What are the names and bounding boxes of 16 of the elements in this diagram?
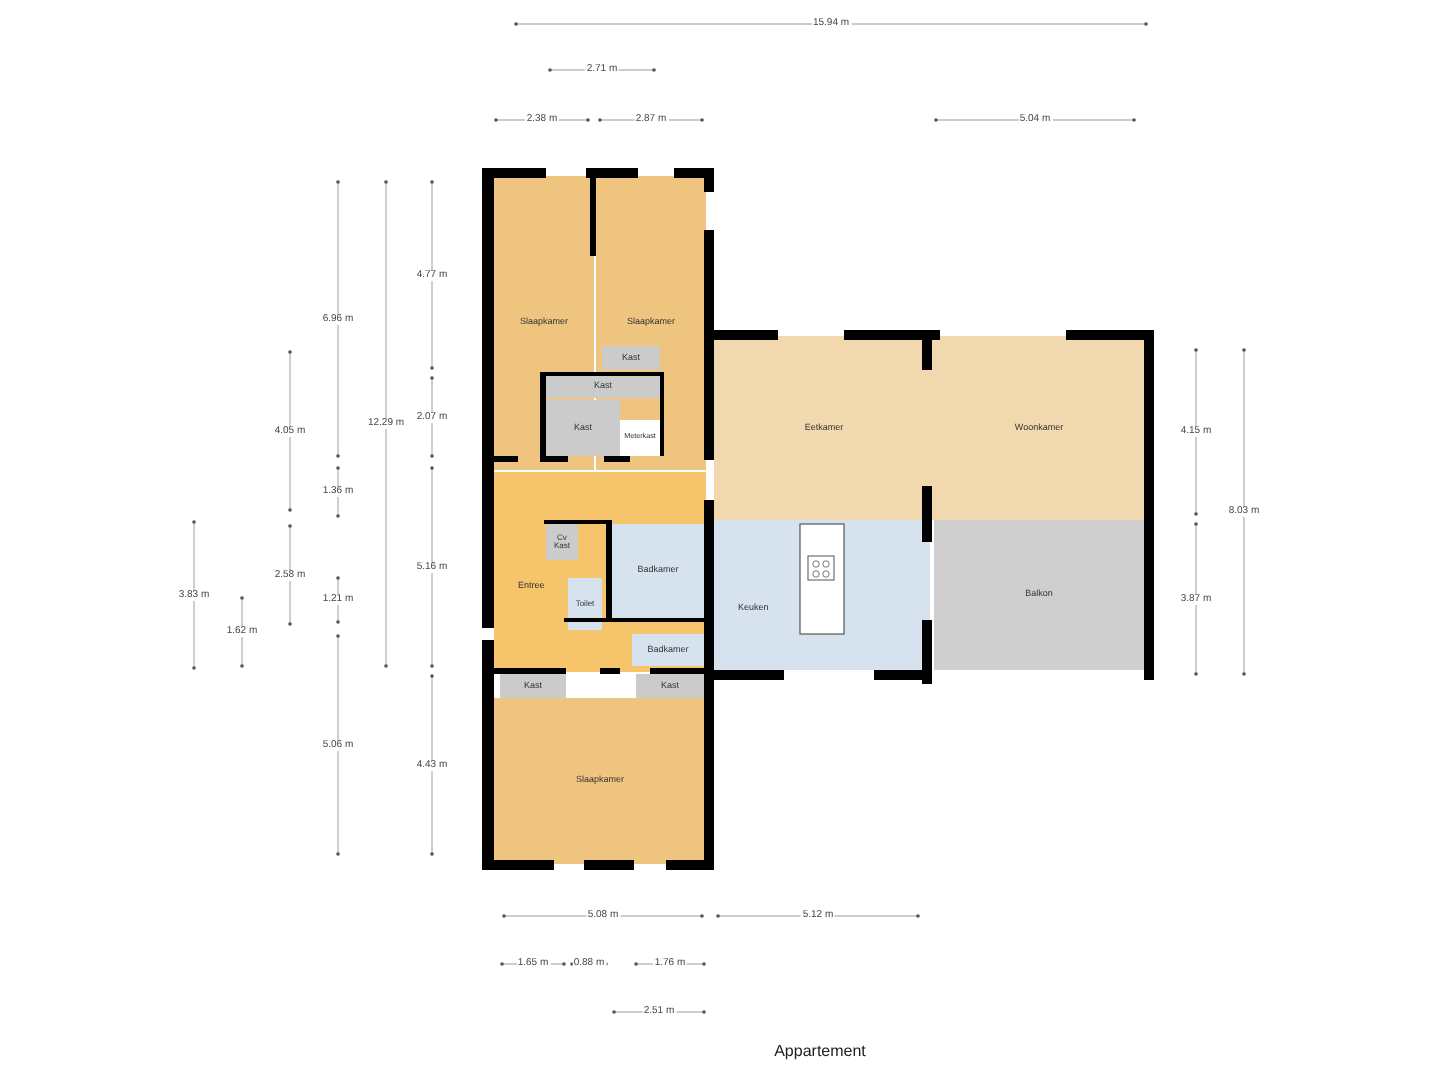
storage-room: [602, 346, 660, 370]
storage-room: [546, 524, 578, 560]
room-area: [568, 578, 602, 630]
storage-room: [636, 674, 704, 698]
room-area: [934, 336, 1144, 520]
room-area: [494, 698, 706, 864]
storage-room: [546, 374, 660, 398]
storage-room: [500, 674, 566, 698]
room-area: [632, 634, 704, 666]
room-area: [620, 420, 660, 456]
plan-caption: Appartement: [772, 1042, 868, 1060]
room-area: [612, 524, 704, 618]
room-area: [494, 472, 706, 672]
room-area: [934, 520, 1144, 670]
storage-room: [546, 400, 620, 456]
room-area: [714, 336, 934, 520]
